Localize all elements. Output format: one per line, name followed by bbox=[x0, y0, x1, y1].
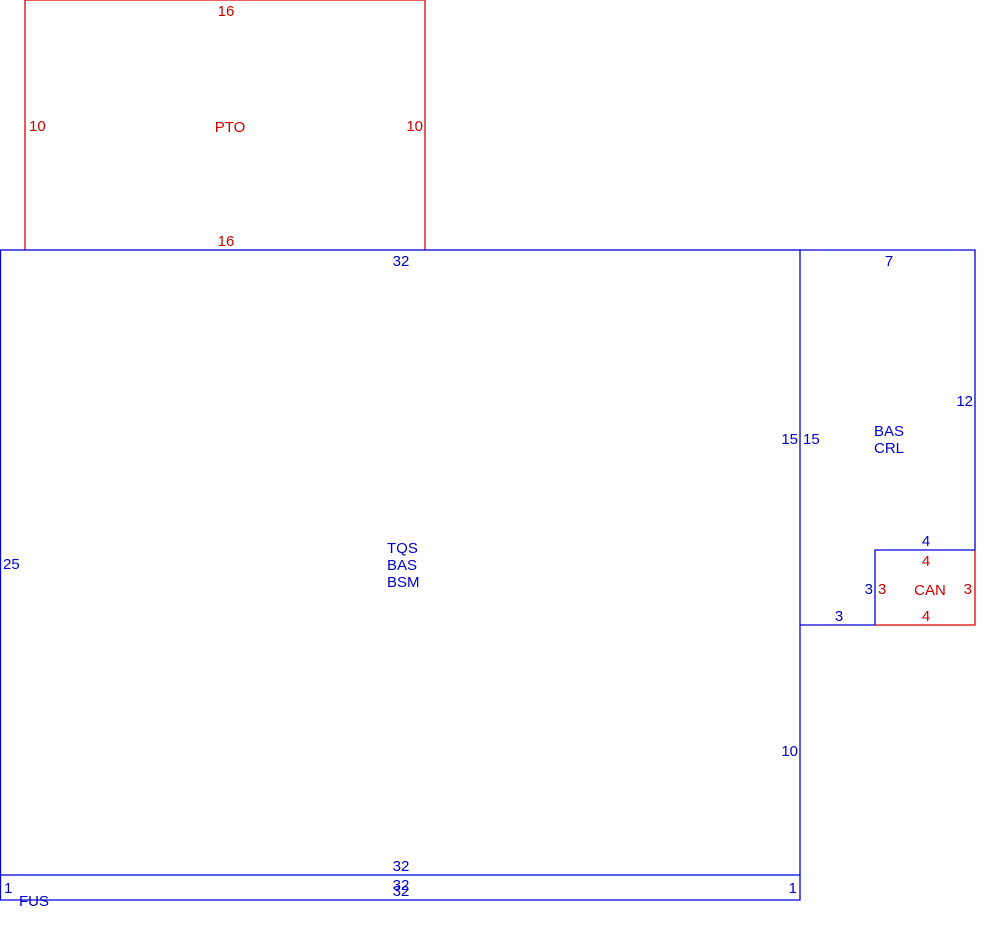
main-label-2: BAS bbox=[387, 557, 417, 574]
addition-dim-inner-horizontal: 4 bbox=[922, 533, 930, 550]
addition-dim-bottom: 3 bbox=[835, 608, 843, 625]
main-label-1: TQS bbox=[387, 540, 418, 557]
main-area: TQS BAS BSM 32 32 25 15 10 bbox=[0, 249, 801, 876]
canopy-label: CAN bbox=[914, 582, 946, 599]
addition-outline bbox=[800, 249, 976, 626]
pto-dim-top: 16 bbox=[218, 3, 235, 20]
fus-dim-left: 1 bbox=[4, 880, 12, 897]
main-label-3: BSM bbox=[387, 574, 420, 591]
pto-dim-bottom: 16 bbox=[218, 233, 235, 250]
main-dim-bottom: 32 bbox=[393, 858, 410, 875]
canopy-area: CAN 4 4 3 3 bbox=[875, 550, 976, 626]
addition-dim-right: 12 bbox=[956, 393, 973, 410]
canopy-dim-left: 3 bbox=[878, 581, 886, 598]
addition-label-2: CRL bbox=[874, 440, 904, 457]
fus-dim-right: 1 bbox=[789, 880, 797, 897]
pto-dim-left: 10 bbox=[29, 118, 46, 135]
canopy-dim-right: 3 bbox=[964, 581, 972, 598]
fus-label: FUS bbox=[19, 893, 49, 910]
main-dim-top: 32 bbox=[393, 253, 410, 270]
main-outline bbox=[0, 249, 801, 876]
fus-area: FUS 32 32 1 1 bbox=[0, 875, 801, 910]
main-dim-right-lower: 10 bbox=[781, 743, 798, 760]
pto-area: PTO 16 16 10 10 bbox=[24, 0, 426, 250]
pto-outline bbox=[24, 0, 426, 250]
fus-dim-top: 32 bbox=[393, 877, 410, 894]
addition-dim-inner-vertical: 3 bbox=[865, 581, 873, 598]
pto-label: PTO bbox=[215, 119, 246, 136]
main-dim-right-upper: 15 bbox=[781, 431, 798, 448]
addition-dim-top: 7 bbox=[885, 253, 893, 270]
fus-dim-bottom: 32 bbox=[393, 883, 410, 900]
canopy-dim-bottom: 4 bbox=[922, 608, 930, 625]
canopy-dim-top: 4 bbox=[922, 553, 930, 570]
pto-dim-right: 10 bbox=[406, 118, 423, 135]
main-dim-left: 25 bbox=[3, 556, 20, 573]
canopy-outline bbox=[875, 550, 976, 626]
addition-label-1: BAS bbox=[874, 423, 904, 440]
fus-outline bbox=[0, 875, 801, 901]
addition-area: BAS CRL 7 15 12 3 3 4 bbox=[800, 249, 976, 626]
addition-dim-left: 15 bbox=[803, 431, 820, 448]
